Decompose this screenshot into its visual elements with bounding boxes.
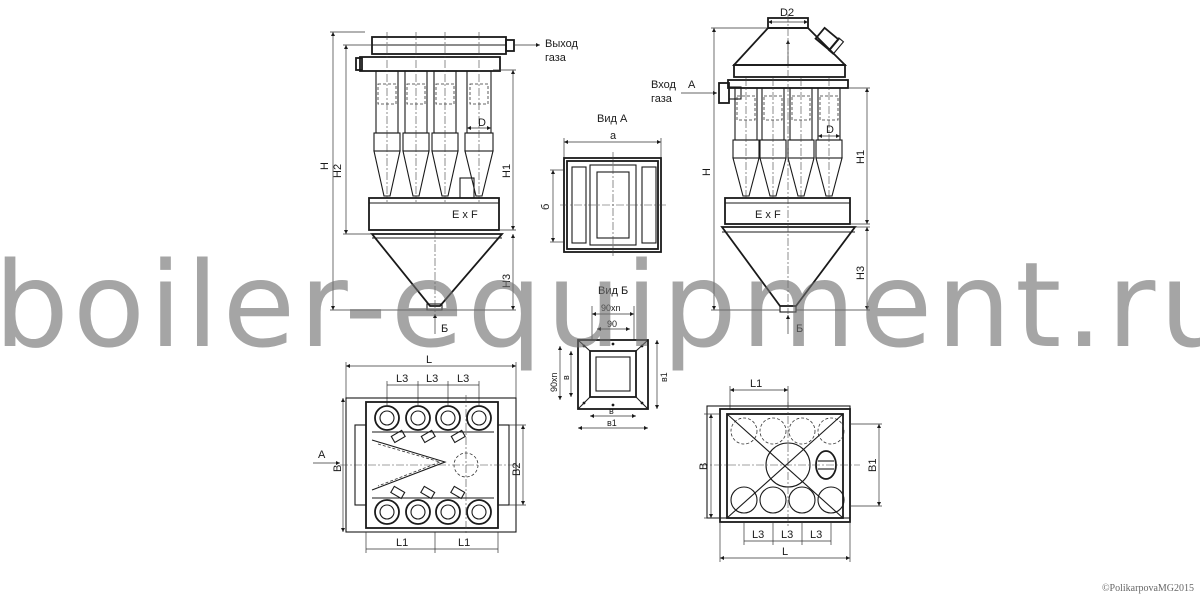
view-a-title: Вид А xyxy=(597,113,628,125)
plan-left-dim-B2: B2 xyxy=(511,463,523,476)
dim-D2-right: D2 xyxy=(780,7,794,19)
view-b-dim-v1-bottom: в1 xyxy=(607,418,617,428)
view-b: Вид Б 90xn 90 90xn в в1 в в1 xyxy=(549,285,669,431)
view-b-dim-90: 90 xyxy=(607,319,617,329)
arrow-A-right: А xyxy=(688,79,696,91)
dim-H-right: H xyxy=(701,168,713,176)
plan-left-dim-L1-2: L1 xyxy=(458,537,470,549)
view-b-dim-v-bottom: в xyxy=(609,406,614,416)
view-a-dim-b: б xyxy=(540,204,552,210)
dim-H1-right: H1 xyxy=(855,150,867,164)
plan-right-dim-B: B xyxy=(698,463,710,470)
plan-right-dim-L3-1: L3 xyxy=(752,529,764,541)
view-b-dim-v: в xyxy=(561,375,571,380)
plan-view-left: L L3 L3 L3 xyxy=(313,354,526,553)
view-a-dim-a: а xyxy=(610,130,617,142)
plan-right-dim-B1: B1 xyxy=(867,459,879,472)
view-b-dim-90xn-side: 90xn xyxy=(549,372,559,392)
plan-left-dim-L3-3: L3 xyxy=(457,373,469,385)
copyright-text: ©PolikarpovaMG2015 xyxy=(1101,583,1194,594)
cyclone-tubes-left xyxy=(373,32,494,202)
view-a: Вид А а б xyxy=(540,113,668,256)
plan-left-dim-B: B xyxy=(332,465,344,472)
cyclone-tubes-right xyxy=(727,78,849,200)
dim-H1-left: H1 xyxy=(501,164,513,178)
gas-outlet-label-2: газа xyxy=(545,52,567,64)
gas-outlet-label-1: Выход xyxy=(545,38,578,50)
gas-inlet-label-2: газа xyxy=(651,93,673,105)
dim-H2-left: H2 xyxy=(332,164,344,178)
plan-right-dim-L: L xyxy=(782,546,788,558)
plan-right-dim-L3-2: L3 xyxy=(781,529,793,541)
inlet-B-left: Б xyxy=(441,323,448,335)
plan-view-right: L1 B B1 xyxy=(698,378,882,562)
plan-right-dim-L3-3: L3 xyxy=(810,529,822,541)
plan-left-dim-L: L xyxy=(426,354,432,366)
dim-H3-right: H3 xyxy=(855,266,867,280)
plan-left-arrow-A: А xyxy=(318,449,326,461)
dim-H-left: H xyxy=(319,162,331,170)
plan-right-dim-L1: L1 xyxy=(750,378,762,390)
plan-left-dim-L3-1: L3 xyxy=(396,373,408,385)
gas-inlet-label-1: Вход xyxy=(651,79,676,91)
dim-ExF-right: E x F xyxy=(755,209,781,221)
dim-ExF-left: E x F xyxy=(452,209,478,221)
front-view-right: D2 xyxy=(651,7,870,335)
front-view-left: Выход газа H H2 H1 H3 D E x F Б xyxy=(319,31,578,335)
view-b-dim-v1-right: в1 xyxy=(659,372,669,382)
inlet-B-right: Б xyxy=(796,323,803,335)
dim-D-right: D xyxy=(826,124,834,136)
plan-left-dim-L1-1: L1 xyxy=(396,537,408,549)
view-b-dim-90xn-top: 90xn xyxy=(601,303,621,313)
view-b-title: Вид Б xyxy=(598,285,628,297)
dim-H3-left: H3 xyxy=(501,274,513,288)
plan-left-dim-L3-2: L3 xyxy=(426,373,438,385)
dim-D-left: D xyxy=(478,117,486,129)
